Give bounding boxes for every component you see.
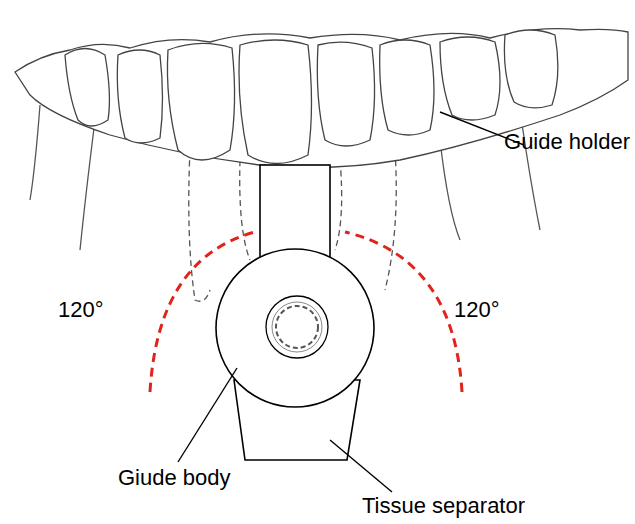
guide-body-circle bbox=[216, 249, 374, 407]
drill-hole bbox=[276, 306, 318, 348]
guide-sleeve-inner bbox=[272, 302, 322, 352]
part-label: Giude body bbox=[118, 466, 231, 490]
part-label: Guide holder bbox=[504, 130, 630, 154]
tooth-crowns bbox=[65, 30, 558, 164]
angle-label: 120° bbox=[454, 298, 500, 322]
guide-sleeve bbox=[266, 296, 328, 358]
leader-lines bbox=[178, 112, 524, 492]
rotation-arc-left bbox=[150, 232, 255, 392]
angle-label: 120° bbox=[58, 298, 104, 322]
part-label: Tissue separator bbox=[362, 494, 525, 518]
rotation-arc-right bbox=[345, 232, 462, 392]
